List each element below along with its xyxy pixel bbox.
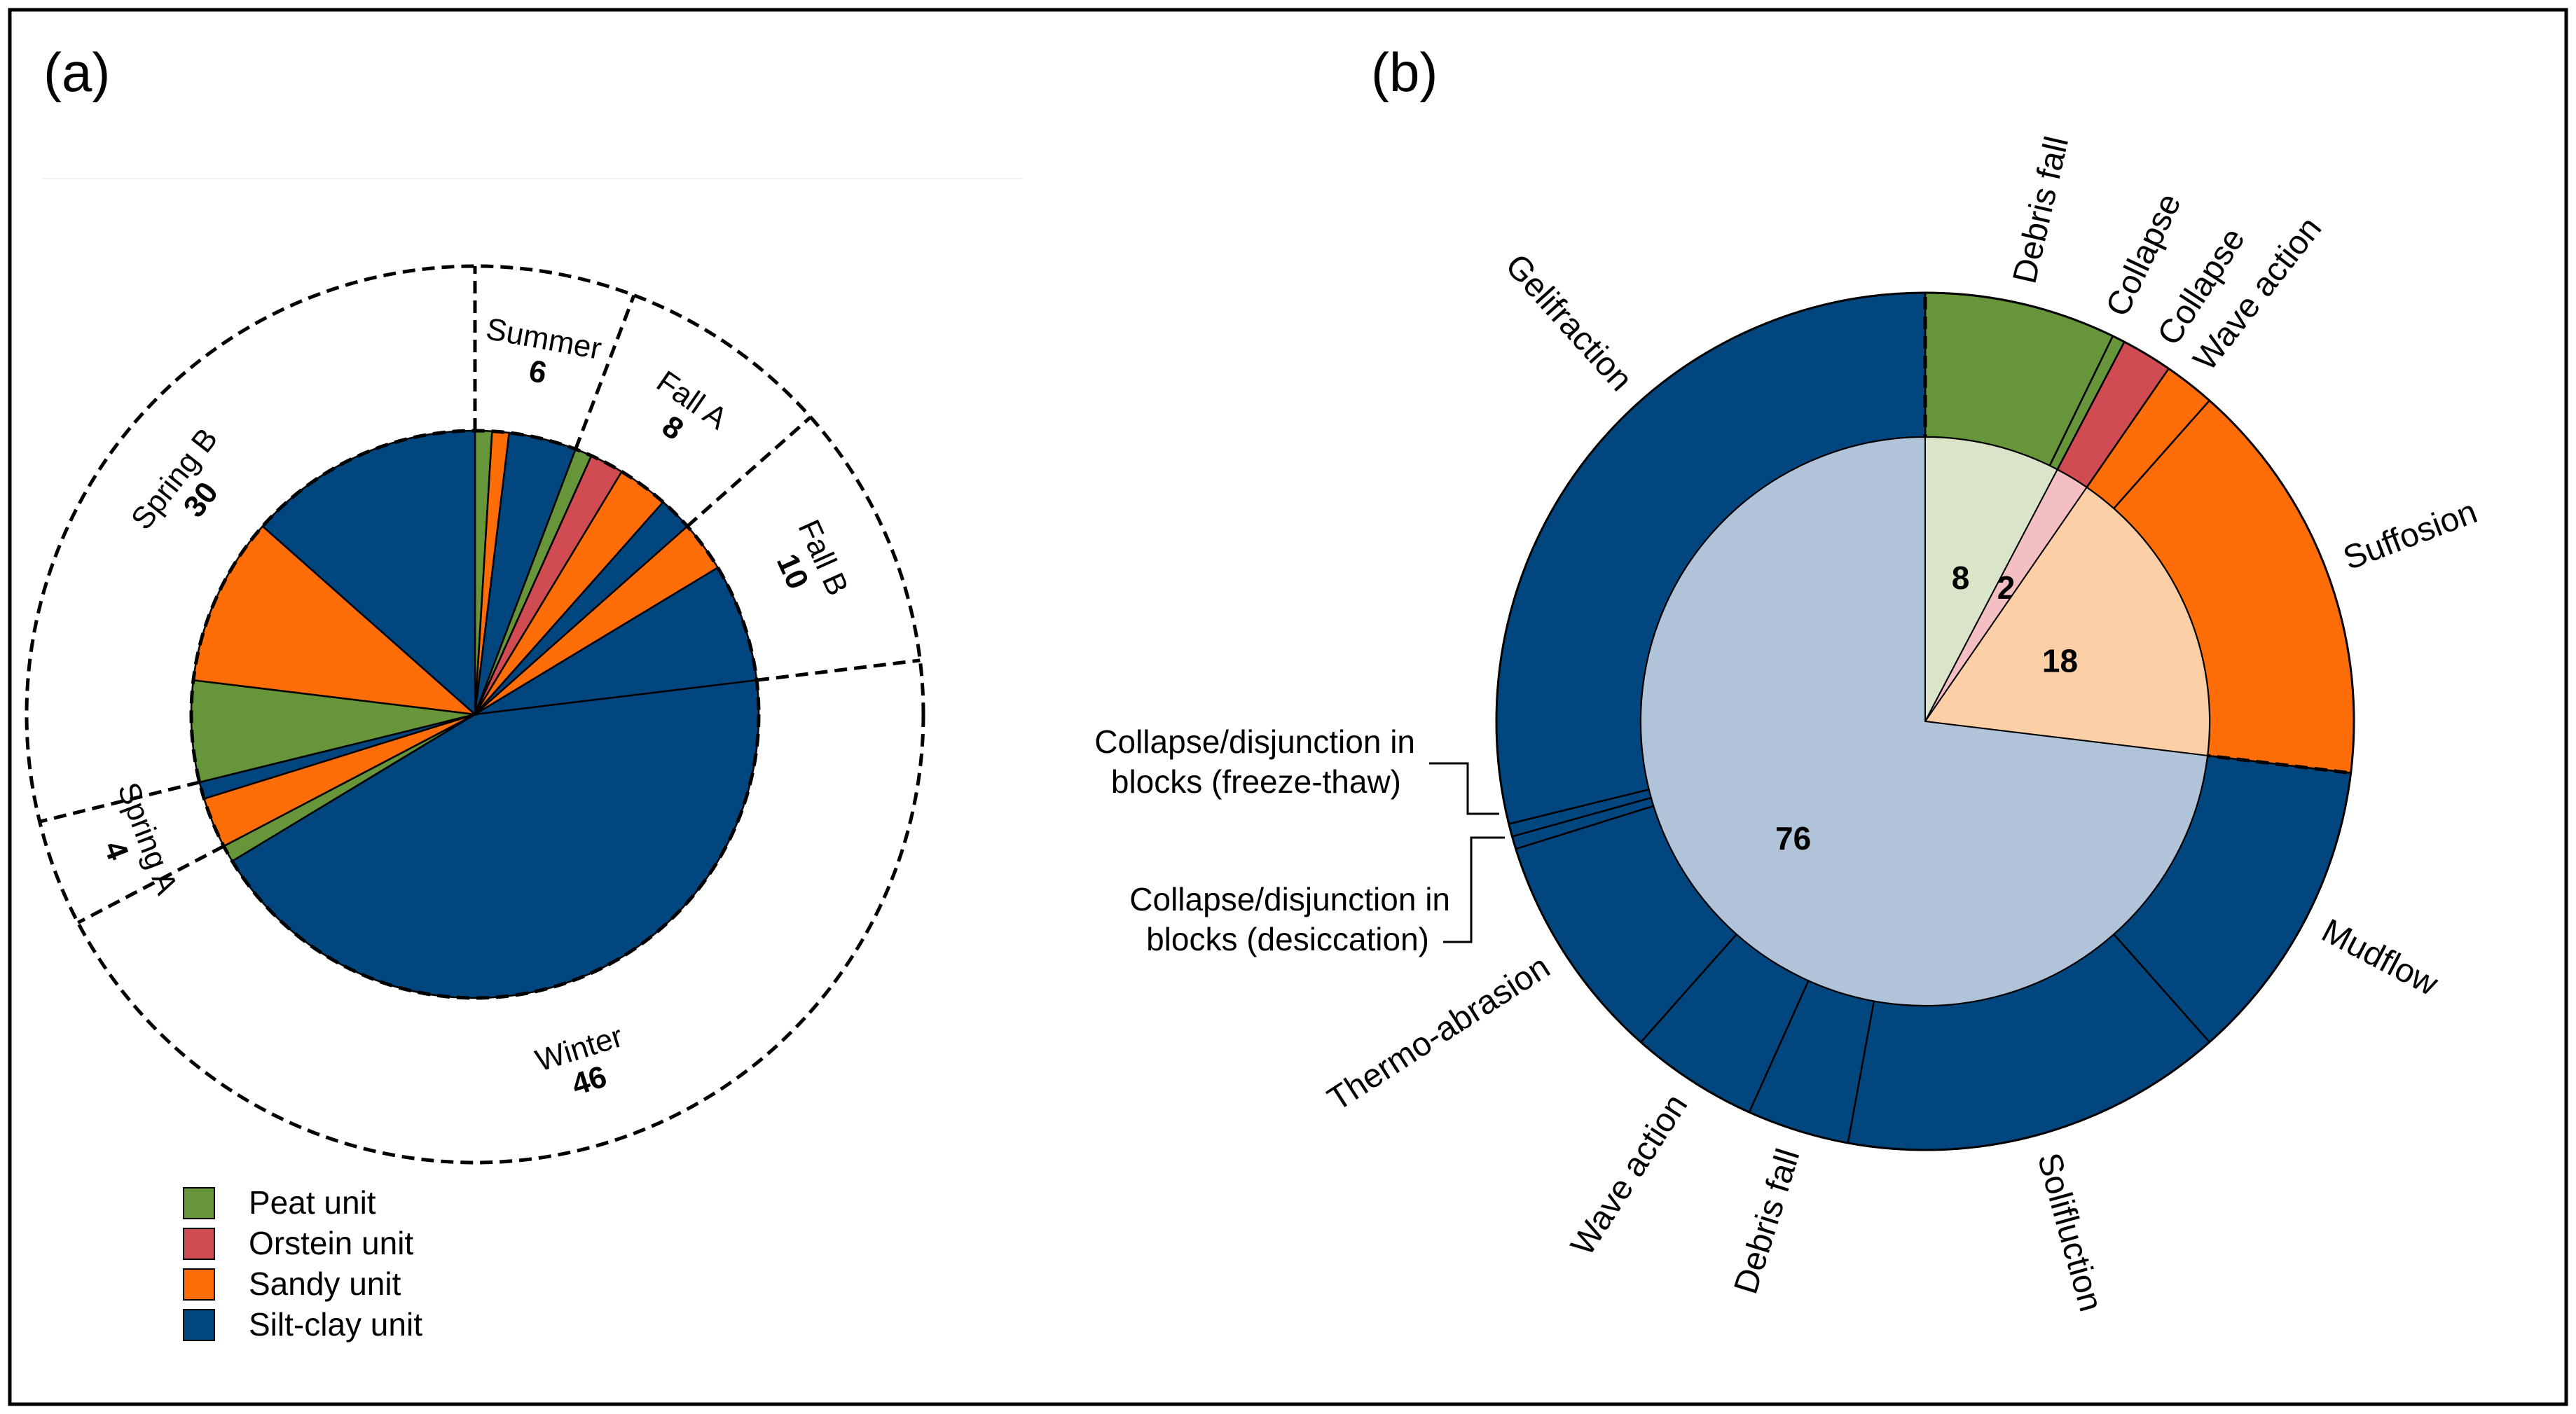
season-divider bbox=[686, 415, 812, 528]
inner-value-label: 18 bbox=[2042, 642, 2078, 679]
inner-value-label: 8 bbox=[1952, 560, 1970, 596]
leader-line bbox=[1429, 762, 1499, 815]
leader-label-line: blocks (desiccation) bbox=[1146, 921, 1429, 957]
leader-label-line: Collapse/disjunction in bbox=[1094, 723, 1415, 760]
leader-label-line: Collapse/disjunction in bbox=[1129, 881, 1450, 917]
legend-label: Sandy unit bbox=[249, 1266, 401, 1302]
legend-label: Peat unit bbox=[249, 1184, 376, 1221]
legend-swatch bbox=[183, 1228, 215, 1260]
unit-inner-slice bbox=[1924, 436, 2059, 722]
unit-inner-slice bbox=[1924, 486, 2210, 757]
panel-b-label: (b) bbox=[1371, 41, 1438, 103]
process-ring-border bbox=[1495, 291, 2355, 1151]
legend-label: Silt-clay unit bbox=[249, 1306, 422, 1343]
leader-line bbox=[1443, 836, 1505, 943]
leader-label-line: blocks (freeze-thaw) bbox=[1111, 763, 1401, 800]
process-ring bbox=[1495, 291, 2355, 1151]
unit-inner-slice bbox=[1640, 436, 2209, 1006]
season-divider bbox=[574, 294, 636, 450]
legend-swatch bbox=[183, 1309, 215, 1341]
inner-value-label: 76 bbox=[1775, 820, 1811, 857]
season-divider bbox=[756, 658, 921, 682]
legend-label: Orstein unit bbox=[249, 1225, 413, 1261]
legend-swatch bbox=[183, 1268, 215, 1301]
panel-a-label: (a) bbox=[43, 41, 110, 103]
unit-pie bbox=[189, 429, 761, 1000]
legend-swatch bbox=[183, 1187, 215, 1219]
season-divider bbox=[77, 844, 225, 924]
season-divider bbox=[39, 780, 200, 824]
unit-pie-border bbox=[189, 429, 761, 1000]
